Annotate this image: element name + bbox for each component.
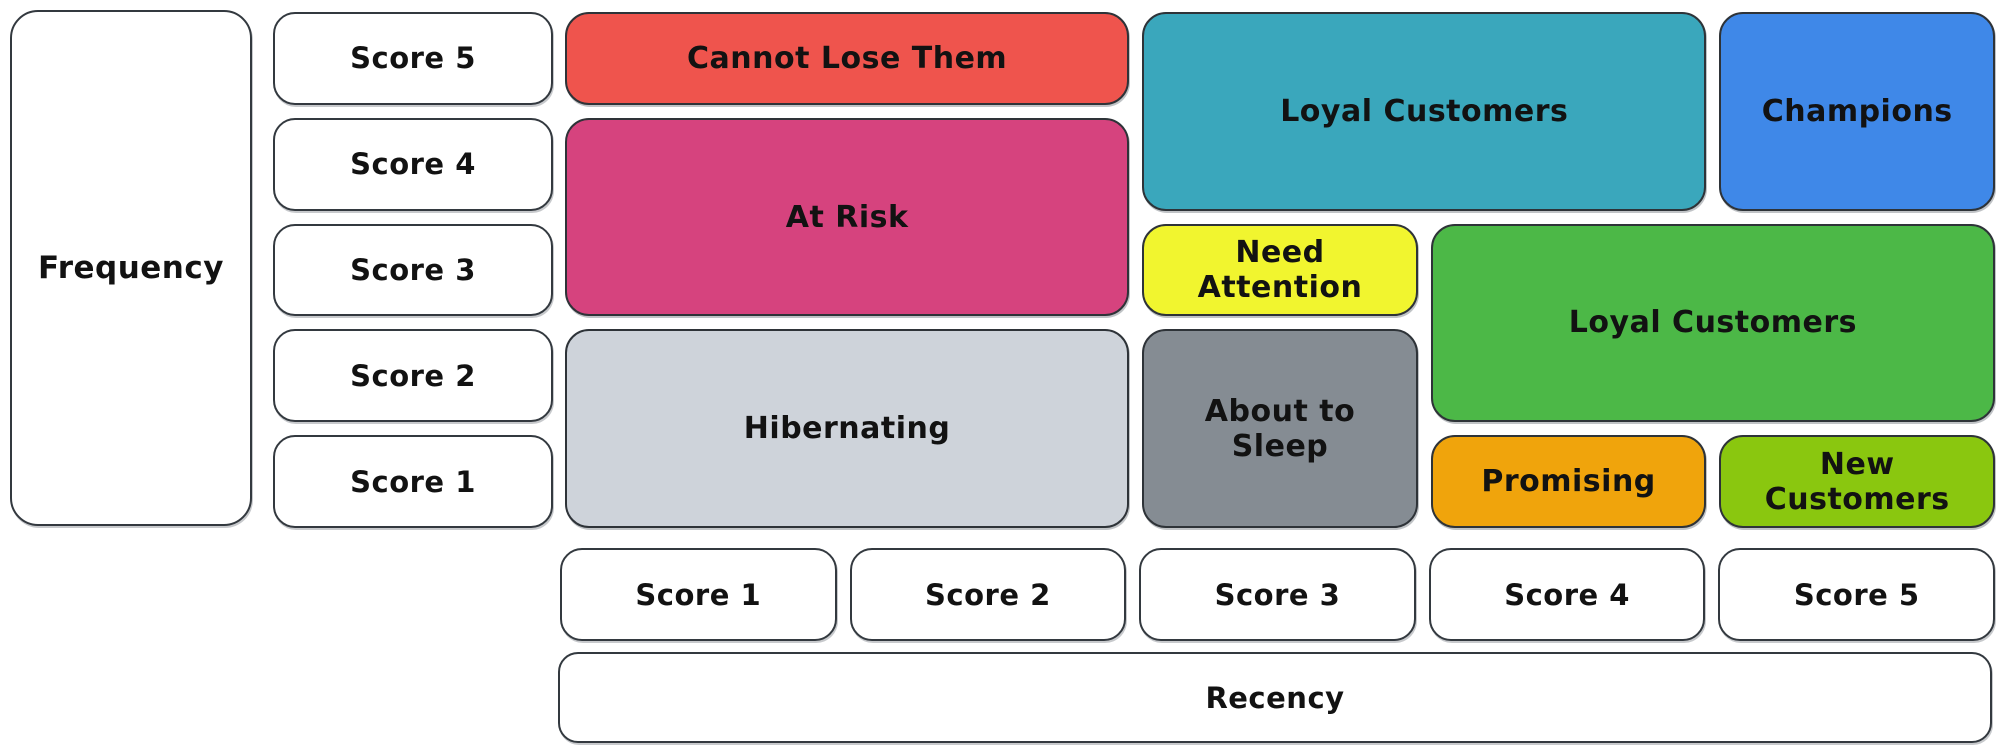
recency-score-box: Score 4	[1428, 548, 1706, 641]
recency-score-box: Score 5	[1718, 548, 1995, 641]
segment-promising: Promising	[1430, 435, 1707, 528]
segment-champions-label: Champions	[1761, 93, 1953, 129]
frequency-score-box: Score 5	[273, 12, 553, 105]
recency-score-box: Score 2	[849, 548, 1127, 641]
frequency-score-column: Score 5 Score 4 Score 3 Score 2 Score 1	[273, 12, 553, 528]
frequency-score-box: Score 3	[273, 223, 553, 317]
segment-loyal-customers-right-label: Loyal Customers	[1568, 305, 1857, 341]
frequency-score-box-label: Score 2	[350, 358, 476, 393]
frequency-score-box: Score 2	[273, 329, 553, 423]
recency-score-box: Score 1	[560, 548, 837, 641]
segment-at-risk: At Risk	[565, 117, 1130, 317]
segment-hibernating-label: Hibernating	[743, 411, 951, 447]
frequency-score-box-label: Score 1	[350, 464, 476, 499]
recency-score-box-label: Score 4	[1504, 577, 1630, 612]
frequency-score-box-label: Score 5	[350, 41, 476, 76]
segment-need-attention: Need Attention	[1142, 223, 1418, 317]
segment-about-to-sleep: About to Sleep	[1142, 329, 1418, 528]
frequency-score-box: Score 4	[273, 117, 553, 211]
recency-score-box-label: Score 3	[1214, 577, 1341, 612]
segment-loyal-customers-upper-label: Loyal Customers	[1280, 93, 1569, 129]
segment-cannot-lose-them-label: Cannot Lose Them	[687, 40, 1008, 76]
recency-score-box: Score 3	[1139, 548, 1416, 641]
segment-need-attention-label: Need Attention	[1197, 234, 1363, 305]
recency-score-row: Score 1 Score 2 Score 3 Score 4 Score 5	[560, 548, 1995, 641]
frequency-axis-text: Frequency	[38, 250, 224, 286]
segment-cannot-lose-them: Cannot Lose Them	[565, 12, 1130, 105]
segment-new-customers-label: New Customers	[1764, 446, 1950, 517]
segment-new-customers: New Customers	[1719, 435, 1995, 528]
segment-at-risk-label: At Risk	[785, 199, 909, 235]
segment-promising-label: Promising	[1481, 464, 1656, 500]
frequency-score-box: Score 1	[273, 435, 553, 528]
frequency-axis-label: Frequency	[10, 10, 252, 526]
frequency-score-box-label: Score 3	[350, 252, 476, 287]
segment-loyal-customers-upper: Loyal Customers	[1142, 12, 1707, 211]
recency-axis-text: Recency	[1205, 680, 1345, 715]
segment-about-to-sleep-label: About to Sleep	[1204, 393, 1356, 464]
recency-axis-label: Recency	[558, 652, 1992, 743]
segment-loyal-customers-right: Loyal Customers	[1430, 223, 1995, 423]
recency-score-box-label: Score 1	[635, 577, 762, 612]
segment-champions: Champions	[1719, 12, 1995, 211]
frequency-score-box-label: Score 4	[350, 147, 476, 182]
recency-score-box-label: Score 5	[1793, 577, 1920, 612]
recency-score-box-label: Score 2	[925, 577, 1051, 612]
segment-hibernating: Hibernating	[565, 329, 1130, 528]
